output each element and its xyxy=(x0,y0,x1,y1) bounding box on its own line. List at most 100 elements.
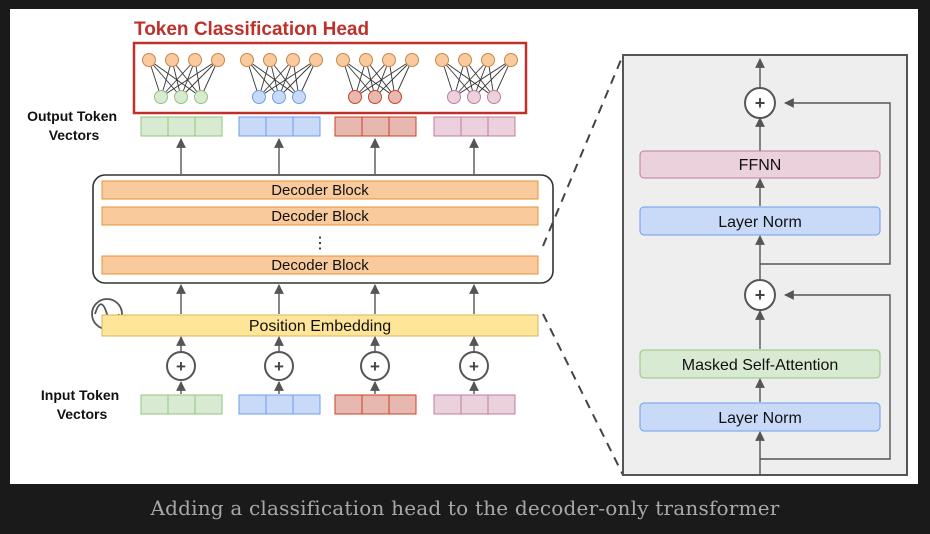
position-embedding-bar xyxy=(101,314,539,337)
input-token-cell xyxy=(361,394,390,415)
decoder-block-2 xyxy=(101,206,539,226)
hidden-node xyxy=(188,53,202,67)
hidden-node xyxy=(481,53,495,67)
plus-icon: + xyxy=(469,357,479,376)
layer-norm-bottom-block xyxy=(639,402,881,432)
output-node xyxy=(447,90,461,104)
output-token-cell xyxy=(194,116,223,137)
add-node xyxy=(459,351,489,381)
input-token-cell xyxy=(292,394,321,415)
output-token-cell xyxy=(361,116,390,137)
net-edge xyxy=(453,59,512,98)
layer-norm-top-block xyxy=(639,206,881,236)
net-edge xyxy=(473,59,512,98)
decoder-block-2-label: Decoder Block xyxy=(271,208,369,225)
position-embedding-label: Position Embedding xyxy=(249,318,391,335)
output-token-cell xyxy=(167,116,196,137)
net-edge xyxy=(342,59,376,98)
net-edge xyxy=(148,59,202,98)
output-arrows xyxy=(176,138,479,174)
residual-add-bottom: + xyxy=(744,279,776,311)
net-edge xyxy=(453,59,489,98)
add-node xyxy=(166,351,196,381)
residual-add-top: + xyxy=(744,87,776,119)
detail-flow-lines xyxy=(755,58,891,475)
net-edge xyxy=(258,59,317,98)
figure-caption: Adding a classification head to the deco… xyxy=(150,496,780,520)
decoder-block-3 xyxy=(101,255,539,275)
decoder-block-1 xyxy=(101,180,539,200)
output-token-cell xyxy=(238,116,267,137)
hidden-node xyxy=(435,53,449,67)
zoom-connector-bottom xyxy=(542,313,624,476)
net-edge xyxy=(374,59,413,98)
layer-norm-bottom-label: Layer Norm xyxy=(718,410,802,427)
input-token-cell xyxy=(460,394,489,415)
output-token-cell xyxy=(334,116,363,137)
net-edge xyxy=(354,59,413,98)
decoder-block-3-label: Decoder Block xyxy=(271,257,369,274)
input-label-line1: Input Token xyxy=(41,387,119,403)
output-label-line1: Output Token xyxy=(27,108,117,124)
net-edge xyxy=(269,59,300,98)
output-label-line2: Vectors xyxy=(49,127,100,143)
output-node xyxy=(272,90,286,104)
net-edge xyxy=(160,59,196,98)
hidden-node xyxy=(359,53,373,67)
embedding-arrows xyxy=(176,284,479,314)
net-edge xyxy=(441,59,475,98)
classification-networks xyxy=(142,53,518,104)
input-token-cell xyxy=(194,394,223,415)
ffnn-block xyxy=(639,150,881,179)
net-edge xyxy=(148,59,182,98)
head-title: Token Classification Head xyxy=(134,19,369,40)
output-node xyxy=(252,90,266,104)
hidden-node xyxy=(263,53,277,67)
hidden-node xyxy=(382,53,396,67)
output-node xyxy=(194,90,208,104)
masked-attention-block xyxy=(639,349,881,379)
input-token-vectors xyxy=(140,394,516,415)
input-label-line2: Vectors xyxy=(57,406,108,422)
diagram-figure: Token Classification Head Output Token V… xyxy=(10,9,918,484)
plus-icon: + xyxy=(755,93,766,113)
input-token-cell xyxy=(167,394,196,415)
add-node xyxy=(264,351,294,381)
output-token-label: Output Token Vectors xyxy=(27,108,121,143)
input-token-cell xyxy=(265,394,294,415)
add-node xyxy=(360,351,390,381)
hidden-node xyxy=(336,53,350,67)
output-node xyxy=(467,90,481,104)
input-token-label: Input Token Vectors xyxy=(41,387,123,422)
hidden-node xyxy=(142,53,156,67)
input-token-cell xyxy=(487,394,516,415)
output-node xyxy=(368,90,382,104)
hidden-node xyxy=(458,53,472,67)
masked-attention-label: Masked Self-Attention xyxy=(682,357,839,374)
hidden-node xyxy=(286,53,300,67)
layer-norm-top-label: Layer Norm xyxy=(718,214,802,231)
hidden-node xyxy=(405,53,419,67)
input-token-cell xyxy=(388,394,417,415)
hidden-node xyxy=(211,53,225,67)
classification-head-box xyxy=(132,41,528,115)
net-edge xyxy=(441,59,495,98)
net-edge xyxy=(365,59,396,98)
net-edge xyxy=(171,59,202,98)
net-edge xyxy=(258,59,294,98)
plus-icon: + xyxy=(755,285,766,305)
net-edge xyxy=(160,59,219,98)
net-edge xyxy=(354,59,390,98)
hidden-node xyxy=(309,53,323,67)
output-token-cell xyxy=(460,116,489,137)
output-token-cell xyxy=(388,116,417,137)
output-node xyxy=(292,90,306,104)
output-node xyxy=(348,90,362,104)
hidden-node xyxy=(504,53,518,67)
net-edge xyxy=(464,59,495,98)
plus-icon: + xyxy=(274,357,284,376)
net-edge xyxy=(180,59,219,98)
decoder-block-1-label: Decoder Block xyxy=(271,182,369,199)
net-edge xyxy=(246,59,300,98)
decoder-ellipsis: ⋮ xyxy=(312,235,328,252)
